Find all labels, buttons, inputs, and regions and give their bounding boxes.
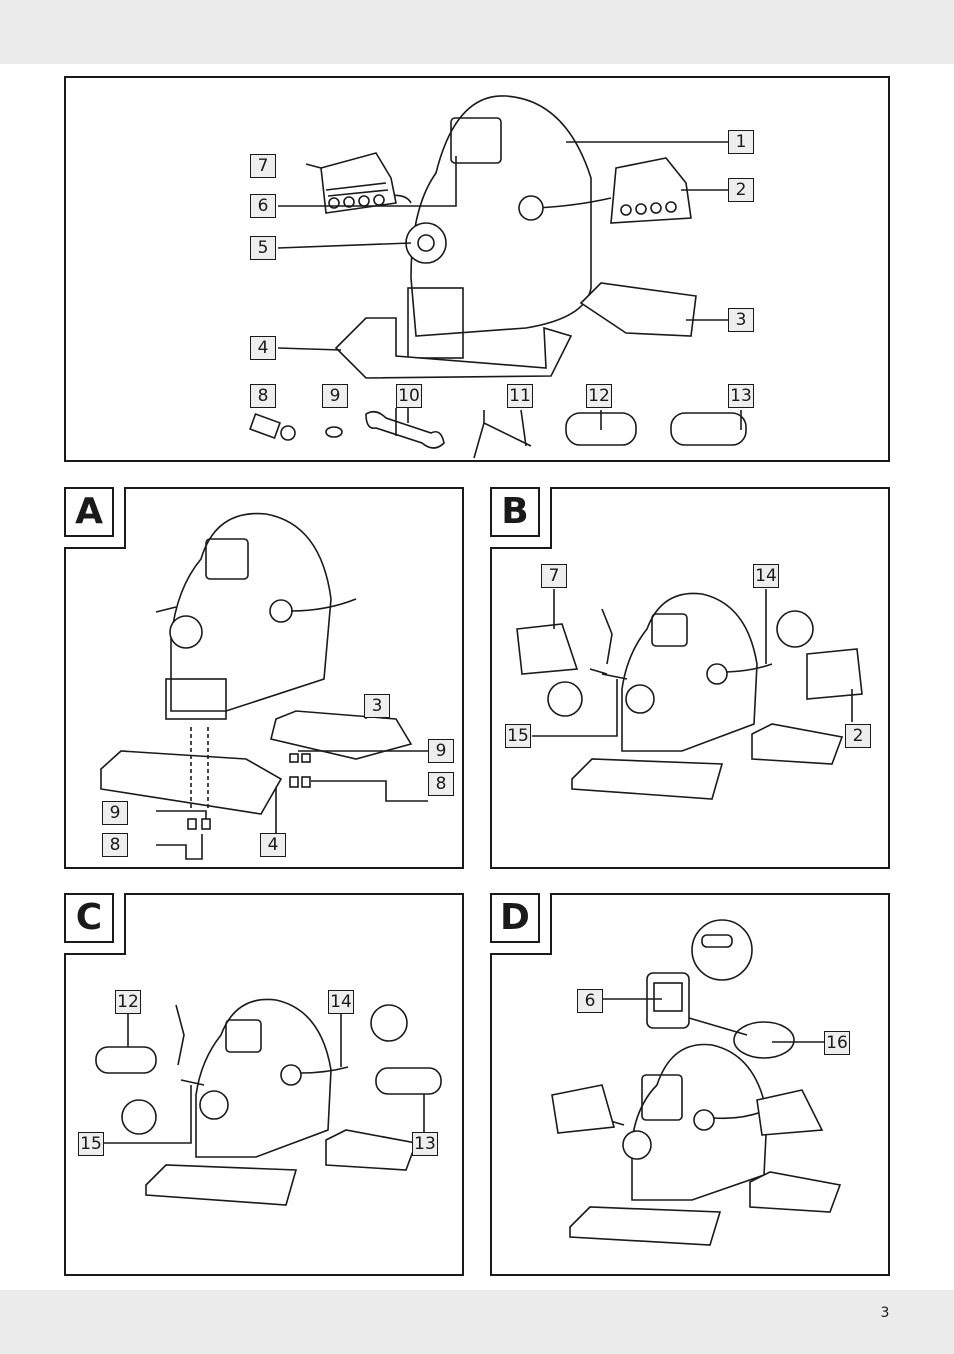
step-d-label-6: 6 [577, 989, 603, 1013]
step-a-tab: A [64, 487, 126, 549]
step-b-label-2: 2 [845, 724, 871, 748]
part-label-12: 12 [586, 384, 612, 408]
part-label-7: 7 [250, 154, 276, 178]
step-a-label-4: 4 [260, 833, 286, 857]
step-b-tab: B [490, 487, 552, 549]
part-label-8: 8 [250, 384, 276, 408]
page-number: 3 [880, 1305, 890, 1321]
part-label-9: 9 [322, 384, 348, 408]
part-label-2: 2 [728, 178, 754, 202]
step-a-label-9-left: 9 [102, 801, 128, 825]
part-label-11: 11 [507, 384, 533, 408]
header-band [0, 0, 954, 64]
step-a-label-3: 3 [364, 694, 390, 718]
step-a-label-8-left: 8 [102, 833, 128, 857]
step-b-label-7: 7 [541, 564, 567, 588]
part-label-1: 1 [728, 130, 754, 154]
step-a-label-9-right: 9 [428, 739, 454, 763]
step-b-label-15: 15 [505, 724, 531, 748]
step-c-label-14: 14 [328, 990, 354, 1014]
overview-panel: 1 2 3 4 5 6 7 8 9 10 11 12 13 [64, 76, 890, 462]
step-d-label-16: 16 [824, 1031, 850, 1055]
step-b-illustration [516, 589, 863, 800]
footer-band [0, 1290, 954, 1354]
step-b-label-14: 14 [753, 564, 779, 588]
part-label-10: 10 [396, 384, 422, 408]
step-c-label-13: 13 [412, 1132, 438, 1156]
step-d-tab: D [490, 893, 552, 955]
part-label-13: 13 [728, 384, 754, 408]
step-c-tab: C [64, 893, 126, 955]
step-c-label-12: 12 [115, 990, 141, 1014]
step-a-illustration [100, 512, 428, 860]
overview-illustration [249, 95, 747, 459]
step-c-label-15: 15 [78, 1132, 104, 1156]
step-a-label-8-right: 8 [428, 772, 454, 796]
part-label-4: 4 [250, 336, 276, 360]
part-label-6: 6 [250, 194, 276, 218]
step-d-illustration [551, 919, 842, 1246]
step-c-panel: C 12 14 15 13 [64, 893, 464, 1276]
part-label-3: 3 [728, 308, 754, 332]
part-label-5: 5 [250, 236, 276, 260]
step-d-panel: D 6 16 [490, 893, 890, 1276]
step-b-panel: B 7 14 15 2 [490, 487, 890, 869]
step-c-illustration [95, 995, 442, 1206]
step-a-panel: A 3 9 8 9 8 4 [64, 487, 464, 869]
